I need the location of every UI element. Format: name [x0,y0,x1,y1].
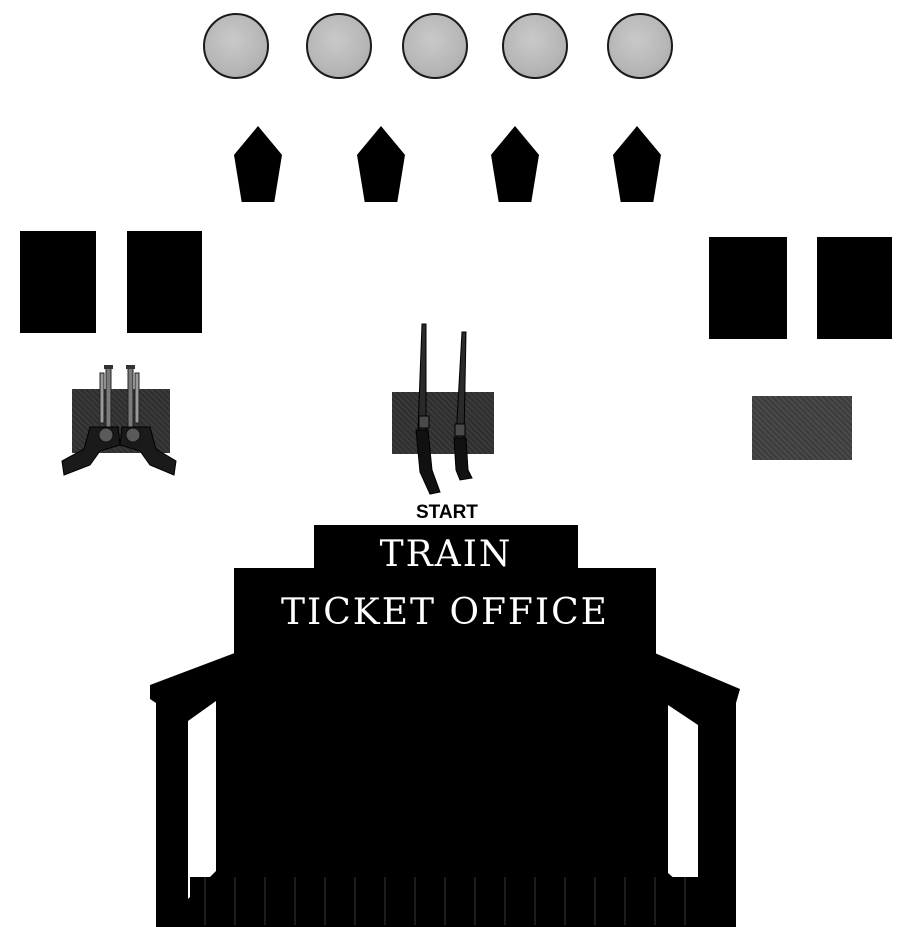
revolver-pair-icon [60,365,180,480]
black-pentagon-3[interactable] [491,126,539,202]
sign-line-train: TRAIN [314,533,578,577]
gray-circle-2[interactable] [306,13,372,79]
revolver-rack[interactable] [60,365,180,480]
black-pentagon-2[interactable] [357,126,405,202]
left-panel-1[interactable] [20,231,96,333]
platform-floor [190,877,700,925]
gray-circle-3[interactable] [402,13,468,79]
sign-line-ticket-office: TICKET OFFICE [234,591,656,635]
rifle-pair-icon [392,320,496,498]
gray-circle-5[interactable] [607,13,673,79]
black-pentagon-1[interactable] [234,126,282,202]
start-button[interactable]: START [416,502,478,524]
right-panel-2[interactable] [817,237,892,339]
gray-circle-4[interactable] [502,13,568,79]
right-panel-1[interactable] [709,237,787,339]
rifle-rack[interactable] [392,320,496,498]
ticket-office-building[interactable]: TRAIN TICKET OFFICE [150,525,740,927]
black-pentagon-4[interactable] [613,126,661,202]
gray-circle-1[interactable] [203,13,269,79]
empty-rack[interactable] [752,396,852,460]
left-panel-2[interactable] [127,231,202,333]
